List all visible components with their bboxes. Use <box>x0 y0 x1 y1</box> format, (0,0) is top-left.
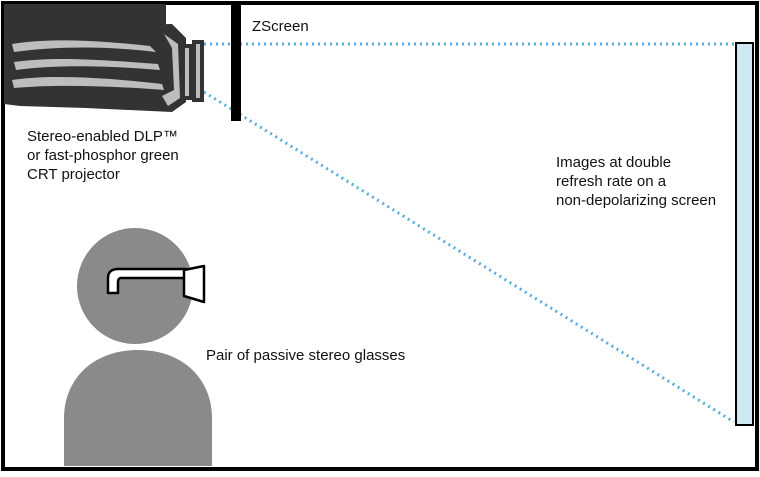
viewer-head <box>77 228 193 344</box>
glasses-label: Pair of passive stereo glasses <box>206 346 405 365</box>
projector <box>4 4 204 112</box>
zscreen-panel <box>231 4 241 121</box>
projector-label-line: CRT projector <box>27 165 179 184</box>
projector-lens-ring-2 <box>196 44 200 98</box>
screen-label: Images at double refresh rate on a non-d… <box>556 153 716 210</box>
projector-label-line: Stereo-enabled DLP™ <box>27 127 179 146</box>
glasses-lens <box>184 266 204 302</box>
projector-label: Stereo-enabled DLP™ or fast-phosphor gre… <box>27 127 179 184</box>
beam-lower <box>204 92 734 422</box>
zscreen-label: ZScreen <box>252 17 309 36</box>
projector-lens-ring-1 <box>185 48 189 96</box>
viewer <box>64 228 212 466</box>
screen-label-line: refresh rate on a <box>556 172 716 191</box>
projection-screen <box>736 43 753 425</box>
screen-label-line: non-depolarizing screen <box>556 191 716 210</box>
projector-label-line: or fast-phosphor green <box>27 146 179 165</box>
screen-label-line: Images at double <box>556 153 716 172</box>
viewer-body <box>64 350 212 466</box>
